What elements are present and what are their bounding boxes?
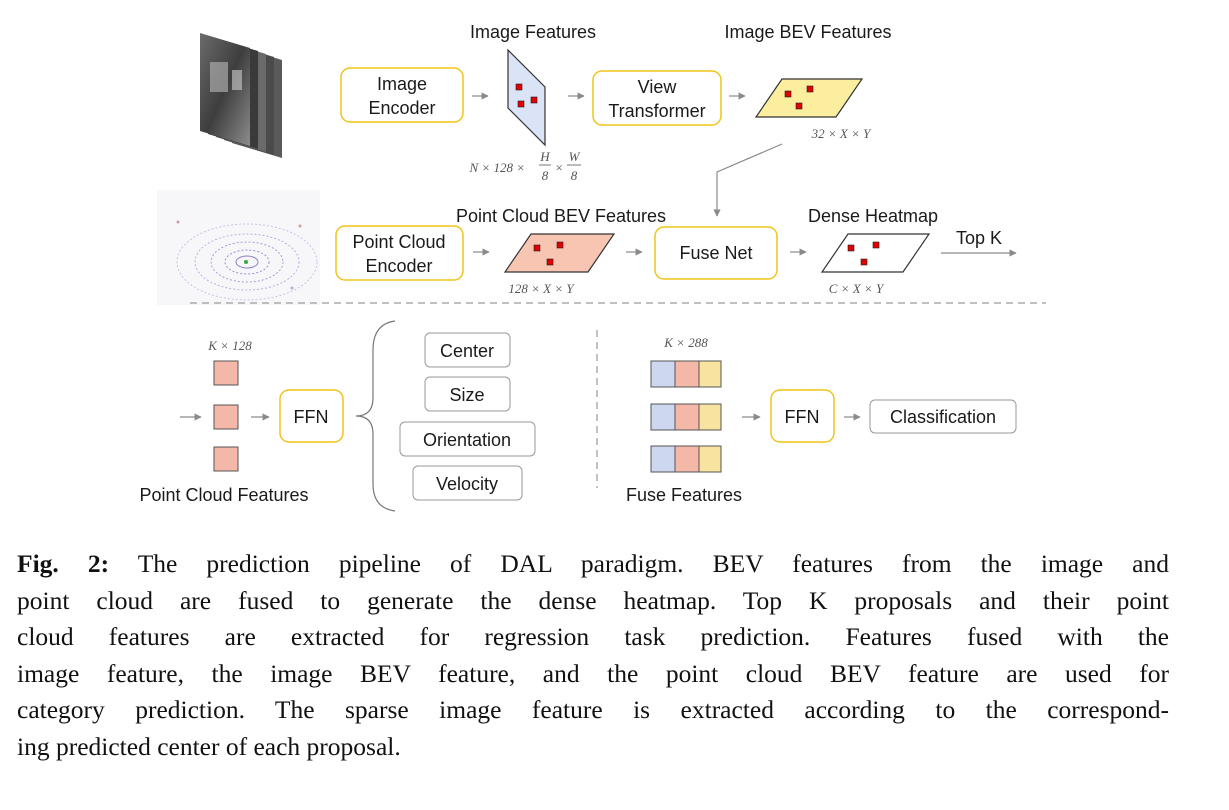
- heatmap-point: [872, 241, 880, 249]
- image-features-title: Image Features: [470, 22, 596, 42]
- caption-line-3: cloud features are extracted for regress…: [17, 622, 1169, 651]
- pc-bev-point: [546, 258, 554, 266]
- image-features-dim-prefix: N × 128 ×: [469, 160, 525, 175]
- image-bev-point: [795, 102, 803, 110]
- view-transformer-label-2: Transformer: [608, 101, 705, 121]
- pc-feature-cell: [213, 404, 239, 430]
- dim-h: H: [539, 149, 550, 164]
- dim-times: ×: [555, 160, 564, 175]
- image-bev-point: [806, 85, 814, 93]
- ffn-right-label: FFN: [785, 407, 820, 427]
- center-label: Center: [440, 341, 494, 361]
- dim-den-1: 8: [542, 168, 549, 183]
- fuse-net-label: Fuse Net: [679, 243, 752, 263]
- size-box: [424, 376, 511, 412]
- pc-bev-features-title: Point Cloud BEV Features: [456, 206, 666, 226]
- image-feature-point: [530, 96, 538, 104]
- image-encoder-box: [340, 67, 464, 123]
- velocity-box: [412, 465, 523, 501]
- pc-bev-features-shape: [503, 233, 616, 273]
- ffn-left-box: [279, 389, 344, 443]
- ffn-right-box: [770, 389, 835, 443]
- pc-bev-dim: 128 × X × Y: [508, 281, 575, 296]
- image-bev-features-title: Image BEV Features: [724, 22, 891, 42]
- pc-encoder-label-1: Point Cloud: [352, 232, 445, 252]
- fuse-net-box: [654, 226, 778, 280]
- dense-heatmap-title: Dense Heatmap: [808, 206, 938, 226]
- pc-bev-point: [533, 244, 541, 252]
- image-feature-point: [517, 100, 525, 108]
- heatmap-point: [847, 244, 855, 252]
- dense-heatmap-shape: [820, 233, 931, 273]
- caption-line-4: image feature, the image BEV feature, an…: [17, 658, 1169, 688]
- top-k-label: Top K: [956, 228, 1002, 248]
- ffn-left-label: FFN: [294, 407, 329, 427]
- fuse-features-label: Fuse Features: [626, 485, 742, 505]
- fuse-feature-row: [650, 403, 722, 431]
- image-encoder-label-2: Encoder: [368, 98, 435, 118]
- image-bev-point: [784, 90, 792, 98]
- fuse-feature-row: [650, 445, 722, 473]
- view-transformer-box: [592, 70, 722, 126]
- dim-den-2: 8: [571, 168, 578, 183]
- caption-text-1: The prediction pipeline of DAL paradigm.…: [137, 549, 1169, 578]
- dim-w: W: [569, 149, 581, 164]
- caption-line-1: Fig. 2: The prediction pipeline of DAL p…: [17, 546, 1169, 583]
- caption-line-5: category prediction. The sparse image fe…: [17, 695, 1169, 724]
- classification-box: [869, 399, 1017, 434]
- classification-label: Classification: [890, 407, 996, 427]
- image-encoder-label-1: Image: [377, 74, 427, 94]
- pc-encoder-box: [335, 225, 464, 281]
- arrow-bev-to-fusenet: [713, 143, 783, 217]
- point-cloud-features-label: Point Cloud Features: [139, 485, 308, 505]
- size-label: Size: [449, 385, 484, 405]
- figure-caption: Fig. 2: The prediction pipeline of DAL p…: [17, 546, 1169, 765]
- caption-label: Fig. 2:: [17, 549, 110, 578]
- camera-images-thumbnail: [200, 33, 282, 158]
- image-features-shape: [507, 48, 546, 147]
- pc-feature-cell: [213, 360, 239, 386]
- image-bev-dim: 32 × X × Y: [811, 126, 872, 141]
- view-transformer-label-1: View: [638, 77, 678, 97]
- caption-line-6: ing predicted center of each proposal.: [17, 731, 401, 761]
- image-feature-point: [515, 83, 523, 91]
- heatmap-point: [860, 258, 868, 266]
- velocity-label: Velocity: [436, 474, 498, 494]
- pc-encoder-label-2: Encoder: [365, 256, 432, 276]
- fuse-feature-row: [650, 360, 722, 388]
- pc-feature-cell: [213, 446, 239, 472]
- regression-brace: [355, 320, 396, 512]
- image-bev-features-shape: [754, 78, 864, 118]
- center-box: [424, 332, 511, 368]
- orientation-box: [399, 421, 536, 457]
- pc-bev-point: [556, 241, 564, 249]
- caption-line-2: point cloud are fused to generate the de…: [17, 585, 1169, 615]
- heatmap-dim: C × X × Y: [829, 281, 885, 296]
- k128-dim: K × 128: [207, 338, 252, 353]
- orientation-label: Orientation: [423, 430, 511, 450]
- k288-dim: K × 288: [663, 335, 708, 350]
- lidar-point-cloud-thumbnail: [157, 190, 320, 305]
